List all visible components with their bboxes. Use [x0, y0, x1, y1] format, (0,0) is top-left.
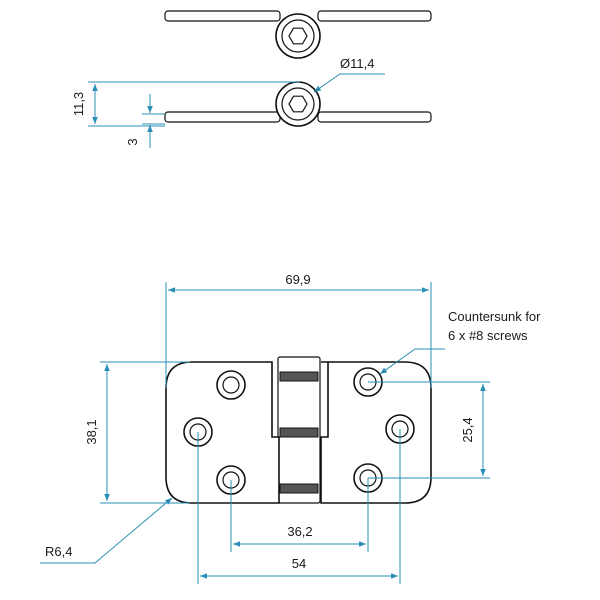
- front-view: 69,9 38,1 25,4 36,2 54 R6,4 Countersunk …: [40, 272, 541, 584]
- width-label: 69,9: [285, 272, 310, 287]
- knuckle-segment-top: [279, 371, 319, 382]
- front-height-label: 38,1: [84, 419, 99, 444]
- countersink-note-line1: Countersunk for: [448, 309, 541, 324]
- pin-diameter-leader: [313, 73, 385, 93]
- countersink-leader: [379, 348, 445, 375]
- right-leaf-edge: [317, 111, 432, 123]
- right-leaf: [320, 361, 432, 504]
- left-leaf-edge: [164, 111, 281, 123]
- thickness-label: 3: [125, 138, 140, 145]
- hex-socket-icon: [288, 27, 308, 45]
- outer-spacing-label: 54: [292, 556, 306, 571]
- height-label: 11,3: [71, 92, 86, 116]
- side-view-closed: Ø11,4 11,3 3: [71, 56, 432, 148]
- radius-label: R6,4: [45, 544, 72, 559]
- knuckle-segment-bottom: [279, 483, 319, 494]
- left-leaf: [165, 361, 280, 504]
- screw-hole-left-top-inner: [222, 376, 240, 394]
- left-leaf-edge-top: [164, 10, 281, 22]
- side-view-open: [164, 10, 432, 59]
- hex-socket-icon: [288, 95, 308, 113]
- knuckle-segment-middle: [279, 427, 319, 438]
- radius-leader: [40, 497, 173, 564]
- countersink-note-line2: 6 x #8 screws: [448, 328, 528, 343]
- inner-spacing-label: 36,2: [287, 524, 312, 539]
- pin-diameter-label: Ø11,4: [340, 56, 374, 71]
- hole-spacing-label: 25,4: [460, 417, 475, 442]
- right-leaf-edge-top: [317, 10, 432, 22]
